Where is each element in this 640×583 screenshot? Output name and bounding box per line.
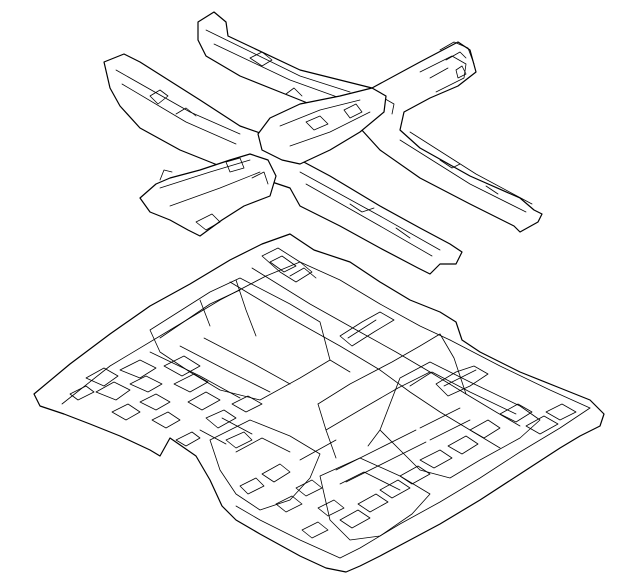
- center-tunnel: [229, 281, 501, 449]
- front-rail: [103, 53, 463, 275]
- center-crossmember: [257, 87, 387, 165]
- crossmember-frame-drawing: [103, 11, 543, 275]
- rail-end-bracket: [439, 41, 475, 79]
- floor-pan-drawing: [33, 233, 605, 573]
- rear-bracket: [139, 153, 277, 237]
